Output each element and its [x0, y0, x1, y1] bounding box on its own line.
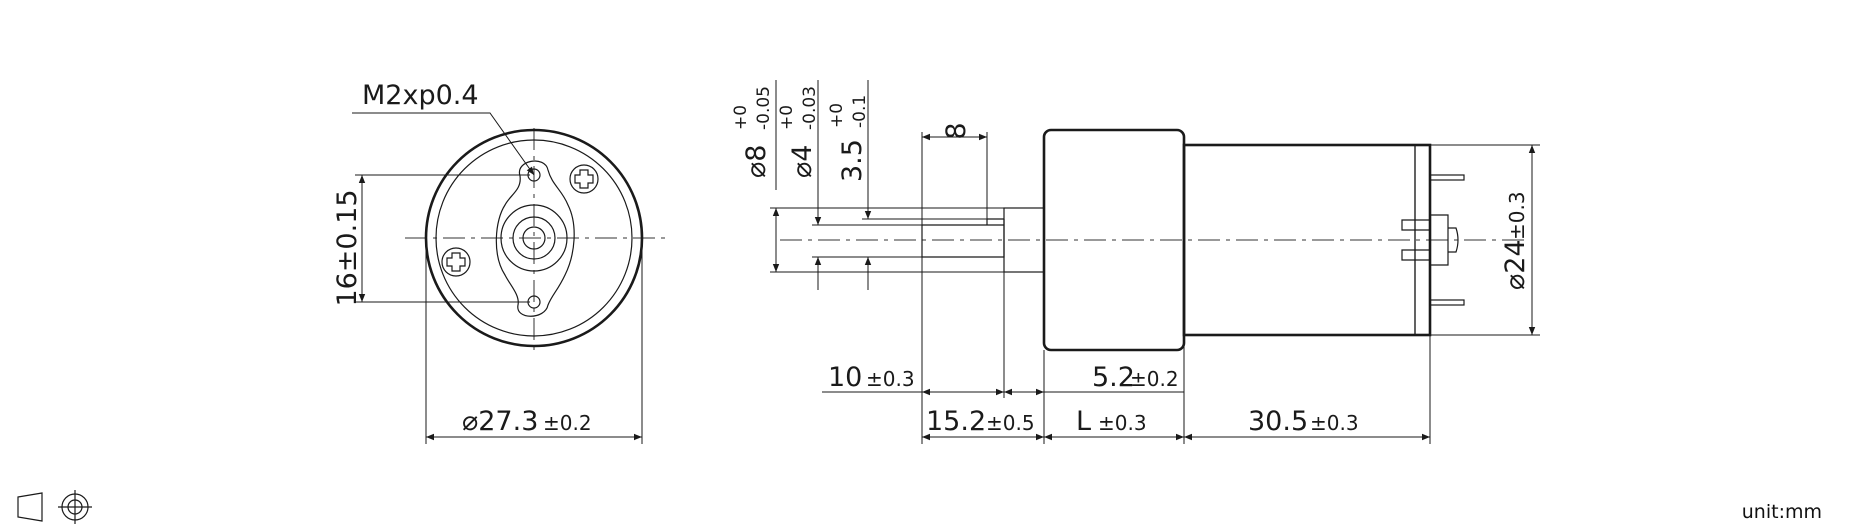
front-view: M2xp0.4 16±0.15 ⌀27.3 ±0.2 [332, 80, 665, 444]
rear-shaft-tip [1448, 227, 1459, 253]
boss-length-tol: ±0.2 [1130, 367, 1179, 391]
side-view: ⌀8 +0 -0.05 ⌀4 +0 -0.03 3.5 +0 -0.1 8 10… [731, 80, 1540, 444]
mounting-plate [495, 160, 575, 317]
svg-text:3.5: 3.5 [837, 139, 868, 182]
thread-label: M2xp0.4 [362, 80, 479, 111]
diameter-value: ⌀27.3 [462, 406, 538, 437]
front-length-value: 15.2 [926, 406, 986, 437]
boss-length-value: 5.2 [1092, 362, 1135, 393]
svg-text:⌀8: ⌀8 [741, 145, 772, 178]
front-length-tol: ±0.5 [986, 411, 1035, 435]
svg-text:⌀4: ⌀4 [787, 145, 818, 178]
svg-text:-0.03: -0.03 [800, 86, 820, 130]
gearbox-inner-circle [435, 139, 633, 337]
output-shaft [921, 219, 1005, 258]
diameter-tolerance: ±0.2 [543, 411, 592, 435]
shaft-boss-inner [512, 216, 556, 260]
flat-length-label: 8 [941, 122, 972, 139]
motor-dia-tol: ±0.3 [1505, 191, 1529, 240]
shaft-boss-outer [500, 204, 568, 272]
shaft-length-tol: ±0.3 [866, 367, 915, 391]
motor-length-tol: ±0.3 [1310, 411, 1359, 435]
hole-spacing-label: 16±0.15 [332, 189, 363, 306]
terminal-top [1429, 174, 1465, 181]
gearbox-outer-circle [424, 128, 644, 348]
svg-text:-0.1: -0.1 [850, 95, 870, 128]
svg-text:+0: +0 [731, 105, 751, 130]
svg-text:+0: +0 [827, 103, 847, 128]
third-angle-projection-icon [17, 490, 92, 524]
svg-text:-0.05: -0.05 [754, 86, 774, 130]
thread-leader [352, 112, 535, 176]
screw-bottom-left [441, 247, 471, 277]
shaft-length-value: 10 [828, 362, 862, 393]
terminal-bottom [1429, 299, 1465, 306]
svg-text:+0: +0 [777, 105, 797, 130]
gearbox-length-tol: ±0.3 [1098, 411, 1147, 435]
motor-dia-value: ⌀24 [1500, 239, 1531, 290]
projection-cone-icon [17, 492, 43, 522]
unit-label: unit:mm [1741, 501, 1822, 523]
flat-label: 3.5 +0 -0.1 [827, 95, 870, 182]
rear-bushing [1401, 214, 1449, 266]
motor-length-value: 30.5 [1248, 406, 1308, 437]
screw-top-right [569, 164, 599, 194]
output-dia-label: ⌀4 +0 -0.03 [777, 86, 820, 178]
gearbox-length-value: L [1076, 406, 1091, 437]
output-shaft-circle [522, 226, 546, 250]
shaft-dia-label: ⌀8 +0 -0.05 [731, 86, 774, 178]
